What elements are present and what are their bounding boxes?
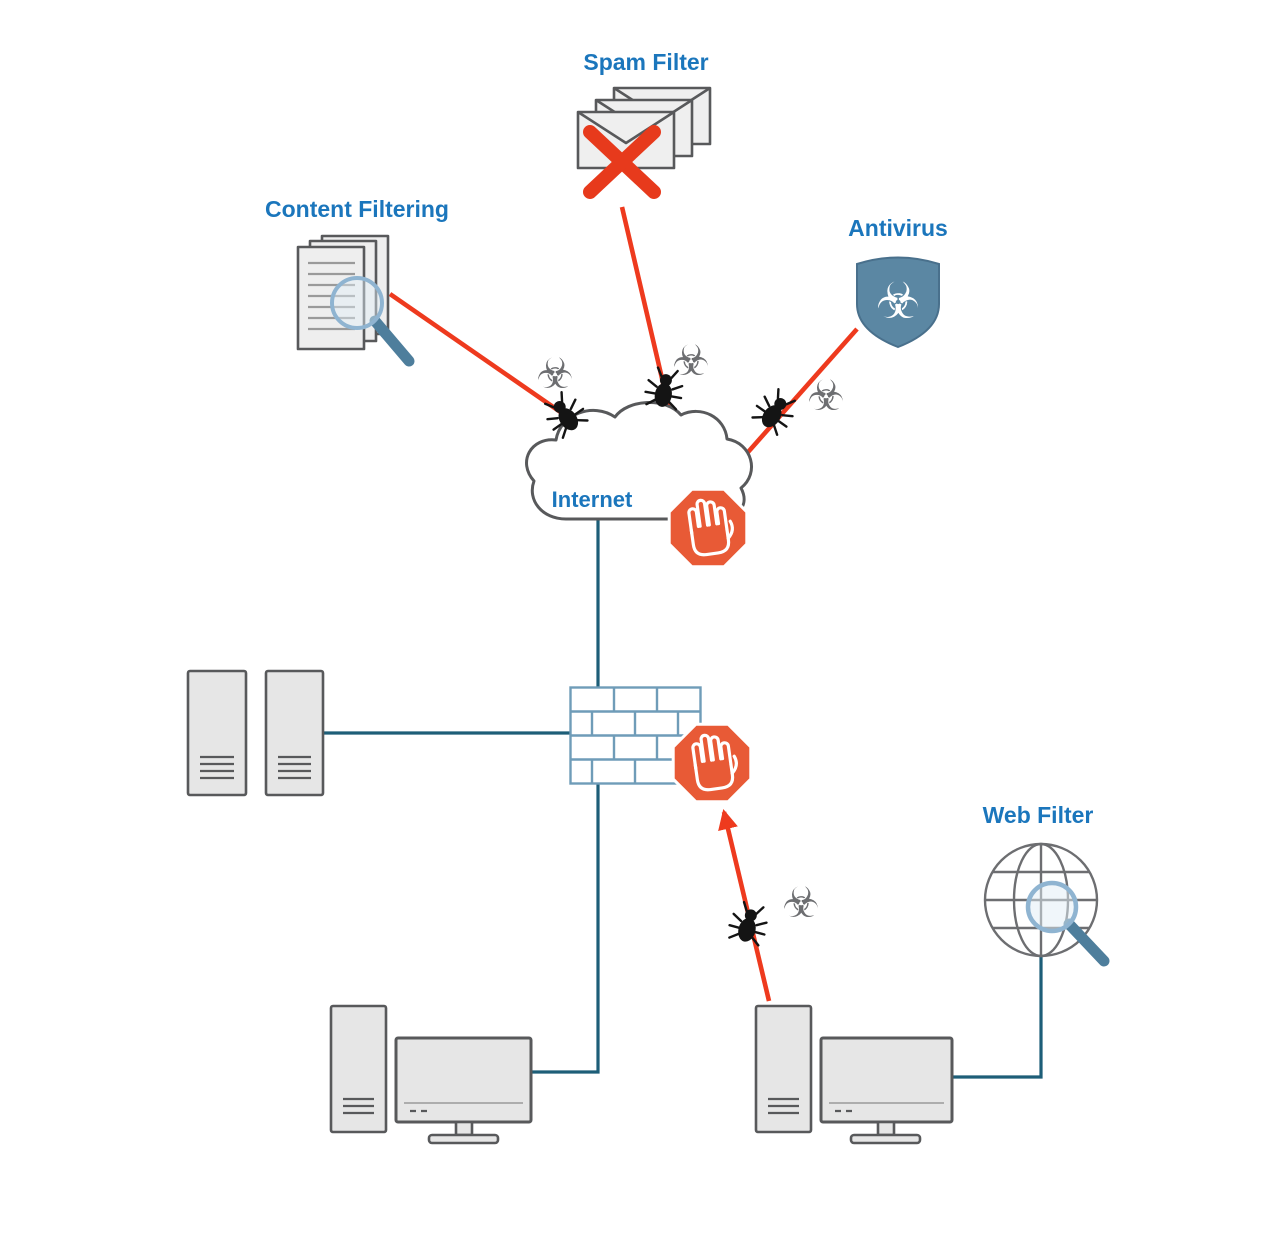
content-filtering-label: Content Filtering (265, 196, 449, 222)
web-filter-group: Web Filter (983, 802, 1110, 967)
bug-icon (748, 383, 803, 438)
spam-filter-label: Spam Filter (583, 49, 708, 75)
envelope-stack-icon (576, 86, 712, 170)
blocked-x-icon (583, 125, 661, 199)
link-firewall-to-left-workstation (532, 784, 600, 1074)
documents-icon (296, 234, 390, 351)
web-filter-label: Web Filter (983, 802, 1094, 828)
magnifier-icon (330, 276, 415, 367)
biohazard-icon: ☣ (672, 336, 710, 385)
workstation-right-group (754, 1004, 954, 1145)
magnifier-icon (1025, 880, 1110, 967)
internet-label: Internet (552, 487, 633, 512)
stop-sign-firewall (671, 722, 753, 804)
link-webfilter-to-right-workstation (952, 957, 1043, 1079)
spam-filter-group: Spam Filter (576, 49, 712, 199)
antivirus-group: Antivirus ☣ (848, 215, 948, 349)
tower-icon (754, 1004, 813, 1134)
antivirus-label: Antivirus (848, 215, 948, 241)
monitor-icon (819, 1036, 954, 1124)
antivirus-shield-icon (856, 256, 940, 349)
stop-sign-internet (667, 487, 749, 569)
monitor-icon (394, 1036, 533, 1124)
biohazard-icon: ☣ (782, 878, 820, 927)
server-rack-group (186, 669, 325, 797)
tower-icon (329, 1004, 388, 1134)
workstation-left-group (329, 1004, 533, 1145)
content-filtering-group: Content Filtering (265, 196, 449, 367)
biohazard-icon: ☣ (536, 349, 574, 398)
biohazard-icon: ☣ (876, 272, 921, 330)
biohazard-icon: ☣ (807, 371, 845, 420)
